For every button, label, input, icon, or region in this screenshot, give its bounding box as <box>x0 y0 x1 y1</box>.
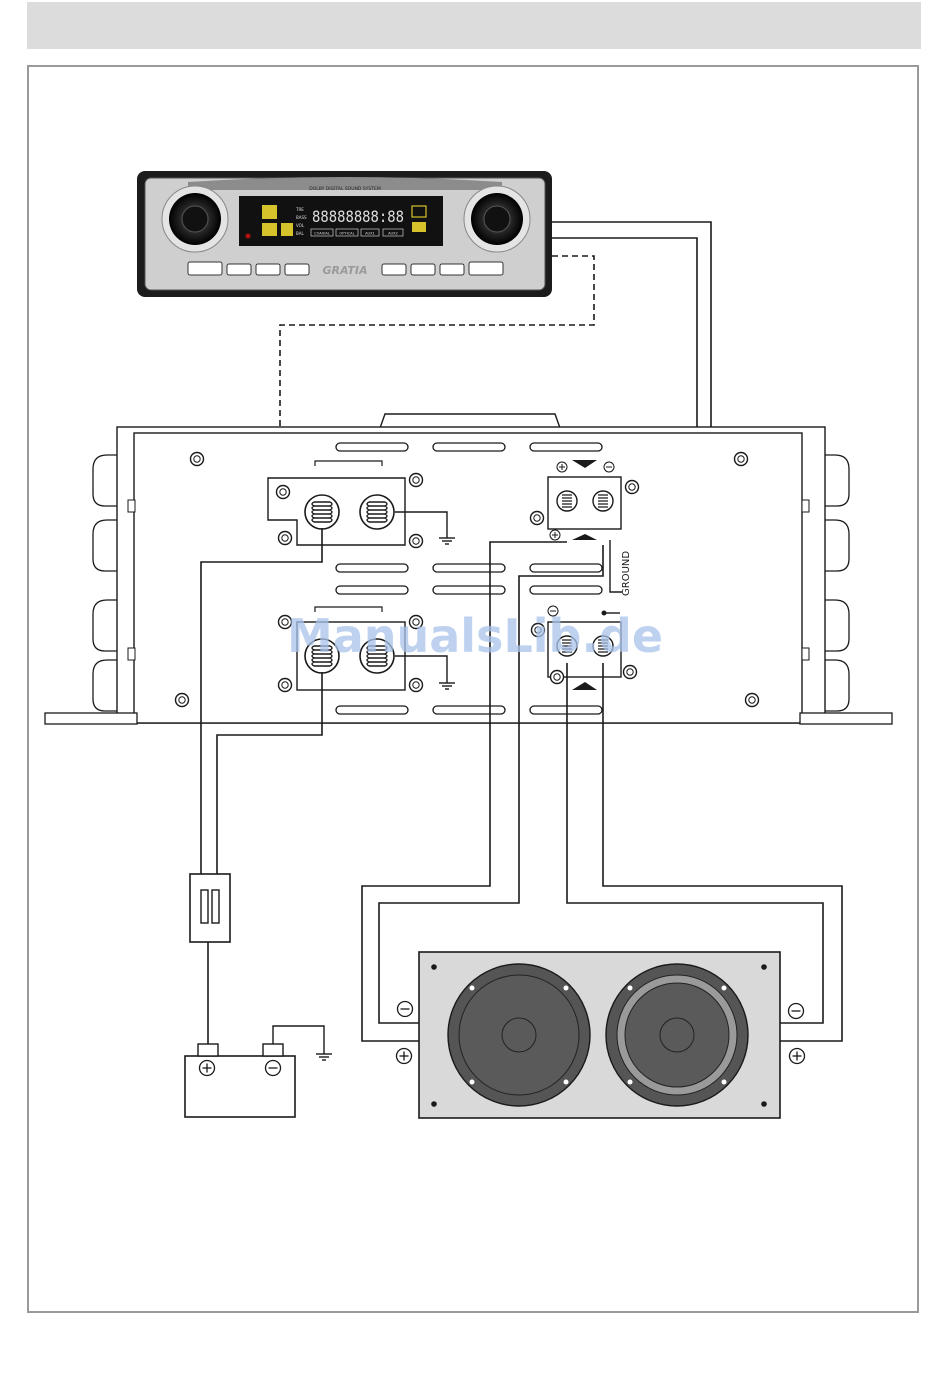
preset-button-4[interactable] <box>285 264 309 275</box>
input-coaxial: COAXIAL <box>314 232 330 236</box>
preset-button-7[interactable] <box>440 264 464 275</box>
display-digits: 88888888:88 <box>312 207 404 226</box>
fuse-holder <box>190 874 230 942</box>
head-unit-banner: DOLBY DIGITAL SOUND SYSTEM <box>309 186 381 192</box>
preset-button-6[interactable] <box>411 264 435 275</box>
menu-bal: BAL <box>296 231 304 236</box>
menu-bass: BASS <box>296 215 307 220</box>
menu-tre: TRE <box>295 207 304 212</box>
input-aux2: AUX2 <box>388 232 398 236</box>
preset-button-8[interactable] <box>469 262 503 275</box>
rca-signal-cable <box>552 222 711 430</box>
preset-button-1[interactable] <box>188 262 222 275</box>
battery <box>185 1026 332 1117</box>
input-optical: OPTICAL <box>339 232 354 236</box>
head-unit: DOLBY DIGITAL SOUND SYSTEM TRE BASS VOL … <box>137 171 552 297</box>
brand-logo: GRATIA <box>322 264 367 277</box>
preset-button-5[interactable] <box>382 264 406 275</box>
woofer-left <box>448 964 590 1106</box>
amplifier: GROUND <box>45 414 892 724</box>
ground-label: GROUND <box>621 551 632 596</box>
input-aux1: AUX1 <box>365 232 375 236</box>
woofer-right <box>606 964 748 1106</box>
preset-button-3[interactable] <box>256 264 280 275</box>
watermark: ManualsLib.de <box>287 609 663 663</box>
preset-button-2[interactable] <box>227 264 251 275</box>
subwoofer-box <box>397 952 805 1118</box>
menu-vol: VOL <box>296 223 305 228</box>
